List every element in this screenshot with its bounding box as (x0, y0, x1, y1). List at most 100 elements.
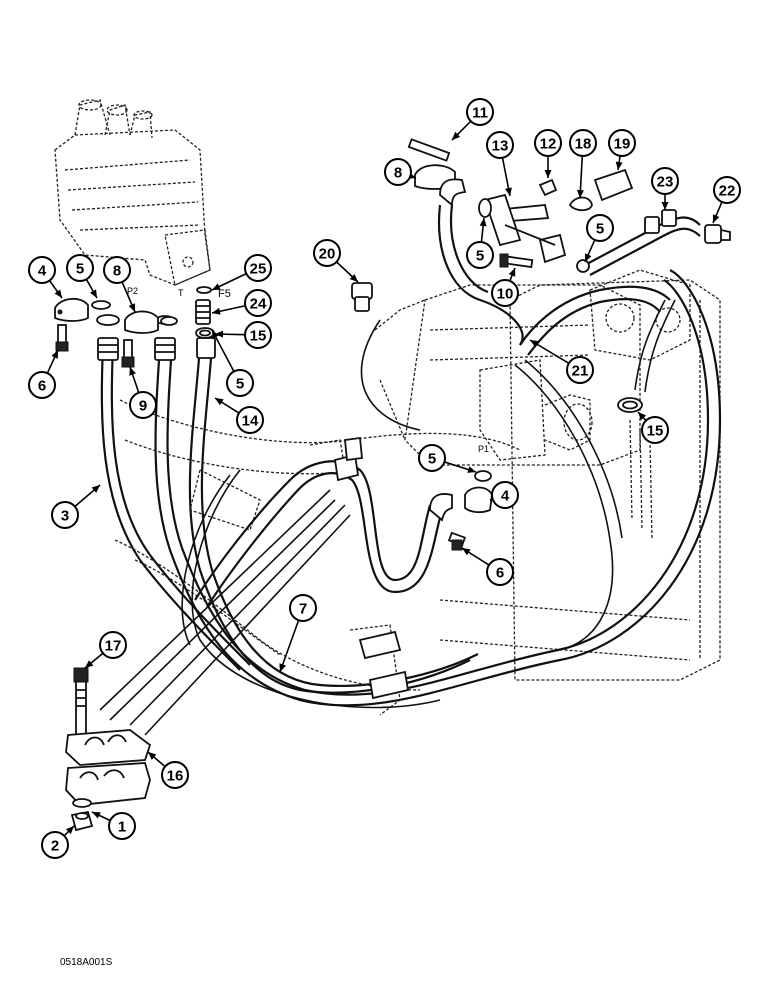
leader-arrow-c-16 (148, 752, 157, 760)
callout-number: 19 (614, 136, 631, 153)
leader-arrow-c-9 (129, 367, 136, 376)
leader-arrow-c-20 (349, 273, 358, 282)
oring-5-pump-right (576, 259, 590, 273)
adapter-24 (195, 299, 211, 325)
callout-c-8a: 8 (103, 256, 131, 284)
callout-c-1: 1 (108, 812, 136, 840)
callout-c-6a: 6 (28, 371, 56, 399)
hose-21 (519, 285, 671, 356)
callout-number: 10 (497, 286, 514, 303)
leader-arrow-c-5c (479, 218, 487, 227)
leader-arrow-c-15a (215, 330, 224, 338)
port-label-t: T (178, 288, 184, 298)
callout-c-17: 17 (99, 631, 127, 659)
callout-c-9: 9 (129, 391, 157, 419)
leader-arrow-c-15b (638, 412, 647, 421)
callout-circle (486, 131, 514, 159)
washer-1 (72, 798, 92, 808)
hose-elbow-p1 (429, 493, 453, 522)
callout-circle (51, 501, 79, 529)
clamp-15-return (617, 397, 643, 413)
fitting-23 (644, 209, 677, 234)
callout-c-12: 12 (534, 129, 562, 157)
leader-arrow-c-24 (212, 307, 221, 315)
capscrew-6-left (55, 324, 69, 352)
split-flange-4-left (54, 298, 89, 322)
callout-c-21: 21 (566, 356, 594, 384)
capscrew-17 (73, 667, 89, 736)
leader-arrow-c-6b (462, 548, 471, 556)
callout-circle (586, 214, 614, 242)
callout-circle (129, 391, 157, 419)
leader-lines (46, 120, 723, 837)
clamp-15-valve (195, 327, 215, 339)
callout-circle (41, 831, 69, 859)
callout-circle (28, 371, 56, 399)
callout-number: 14 (242, 413, 259, 430)
callout-c-11: 11 (466, 98, 494, 126)
callout-c-25: 25 (244, 254, 272, 282)
callout-number: 22 (719, 183, 736, 200)
callout-circle (569, 129, 597, 157)
callout-circle (244, 321, 272, 349)
port-label-p1: P1 (478, 444, 489, 454)
leader-arrow-c-1 (92, 812, 101, 819)
callout-circle (103, 256, 131, 284)
leader-arrow-c-3 (91, 485, 100, 493)
callout-circle (534, 129, 562, 157)
callout-c-8b: 8 (384, 158, 412, 186)
callout-number: 2 (51, 838, 59, 855)
callout-number: 16 (167, 768, 184, 785)
split-flange-8-left (124, 310, 159, 334)
callout-c-5a: 5 (66, 254, 94, 282)
callout-number: 15 (647, 423, 664, 440)
callout-circle (244, 254, 272, 282)
clamp-half-top-16 (65, 729, 152, 766)
callout-circle (384, 158, 412, 186)
callout-c-10: 10 (491, 279, 519, 307)
nut-2 (70, 810, 94, 832)
callout-c-16: 16 (161, 761, 189, 789)
callout-number: 5 (236, 376, 244, 393)
callout-number: 12 (540, 136, 557, 153)
leader-arrow-c-4a (54, 289, 62, 298)
callout-number: 4 (38, 263, 47, 280)
callout-circle (289, 594, 317, 622)
callout-circle (641, 416, 669, 444)
callout-c-3: 3 (51, 501, 79, 529)
callout-c-4a: 4 (28, 256, 56, 284)
hose-tube-23 (584, 216, 701, 276)
callout-circle (608, 129, 636, 157)
callout-c-13: 13 (486, 131, 514, 159)
callout-circle (313, 239, 341, 267)
callout-circle (161, 761, 189, 789)
hose-p1 (194, 460, 444, 608)
callout-number: 18 (575, 136, 592, 153)
drawing-code: 0518A001S (60, 957, 113, 968)
callout-c-5e: 5 (418, 444, 446, 472)
hose-bundle-diagonal (99, 489, 351, 736)
leader-arrow-c-5d (585, 253, 592, 262)
callout-c-19: 19 (608, 129, 636, 157)
callout-number: 3 (61, 508, 69, 525)
callout-number: 17 (105, 638, 122, 655)
hose-3 (100, 344, 251, 671)
callout-number: 25 (250, 261, 267, 278)
callout-number: 13 (492, 138, 509, 155)
callout-number: 5 (428, 451, 436, 468)
clamp-half-bottom-16 (65, 762, 151, 806)
tube-13 (483, 193, 567, 264)
callout-circle (491, 481, 519, 509)
callout-circle (466, 98, 494, 126)
oring-5-valve (91, 300, 178, 326)
leader-arrow-c-10 (508, 268, 516, 277)
leader-line-c-7 (279, 619, 300, 673)
callout-number: 11 (472, 105, 488, 122)
callout-c-18: 18 (569, 129, 597, 157)
leader-arrow-c-19 (615, 161, 623, 170)
callout-number: 8 (113, 263, 121, 280)
sleeve-19 (593, 168, 634, 202)
clamp-18 (568, 196, 593, 212)
callout-number: 5 (76, 261, 84, 278)
leader-arrow-c-5a (90, 289, 97, 298)
